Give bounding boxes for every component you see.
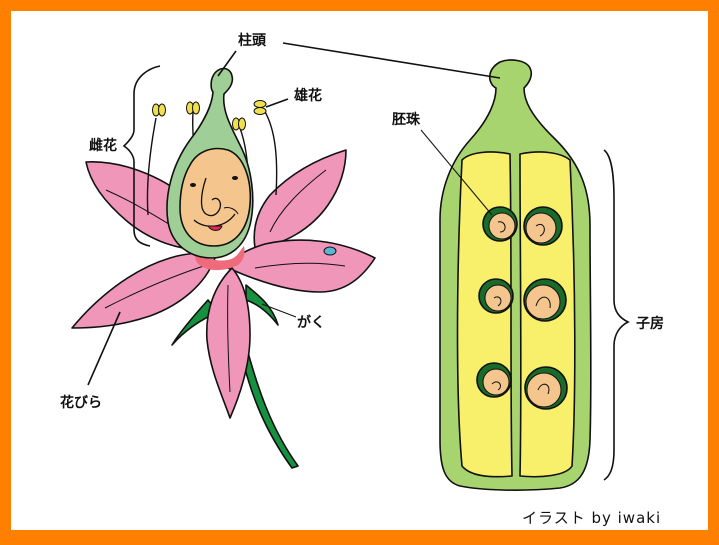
stem <box>239 344 299 469</box>
sepal-right <box>245 284 279 326</box>
petal-right <box>227 239 376 293</box>
water-drop <box>323 246 337 256</box>
anthers <box>152 100 267 131</box>
flower-illustration <box>71 67 376 469</box>
label-petal: 花びら <box>60 395 102 411</box>
illustration-credit: イラスト by iwaki <box>522 509 662 527</box>
ovule <box>478 278 514 314</box>
label-ovary: 子房 <box>636 316 664 332</box>
label-sepal: がく <box>297 315 325 331</box>
ovule <box>523 206 563 246</box>
label-stamen: 雄花 <box>294 88 322 104</box>
ovary-cross-section <box>439 59 592 491</box>
label-stigma: 柱頭 <box>238 33 266 49</box>
ovule <box>476 362 512 398</box>
face <box>179 147 252 247</box>
ovule <box>523 278 567 322</box>
ovules <box>476 206 568 410</box>
ovule <box>482 206 518 242</box>
ovary-chamber-left <box>456 151 513 478</box>
leader-lines <box>87 42 630 481</box>
label-ovule: 胚珠 <box>392 112 420 128</box>
collar <box>194 246 245 271</box>
petal-top-right <box>253 149 347 249</box>
ovule <box>524 366 568 410</box>
label-pistil: 雌花 <box>89 138 117 154</box>
